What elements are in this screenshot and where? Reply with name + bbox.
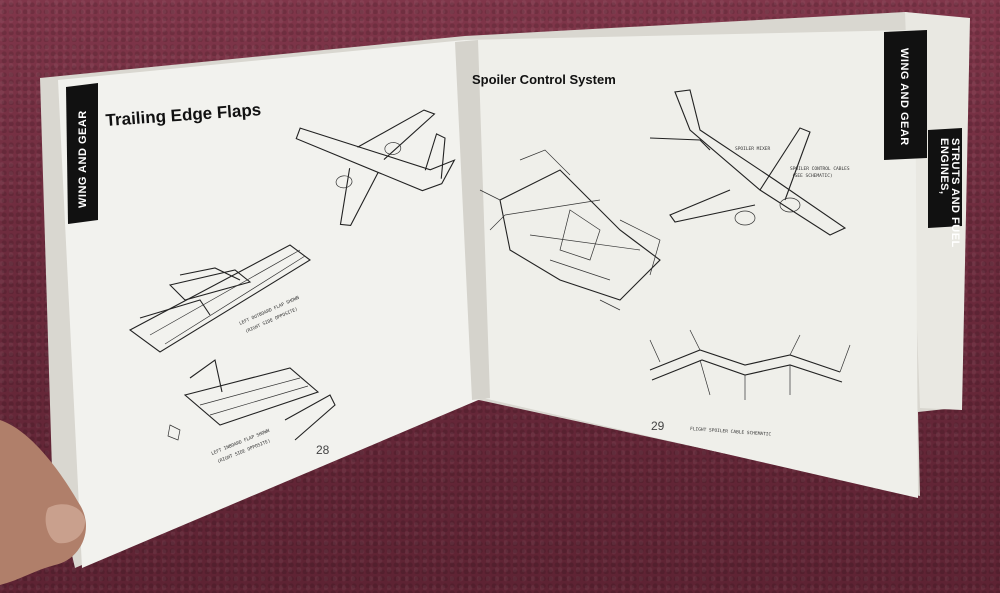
right-tab-2-line2: STRUTS AND FUEL xyxy=(949,138,961,248)
outboard-flap-diagram xyxy=(128,244,311,353)
airplane-diagram-left xyxy=(295,109,456,226)
cable-schematic-diagram xyxy=(649,329,851,400)
thumbnail xyxy=(45,504,86,544)
right-page-number: 29 xyxy=(651,419,665,433)
spoiler-mechanism-diagram xyxy=(479,149,661,311)
right-tab-2 xyxy=(928,128,962,228)
airplane-diagram-right xyxy=(649,89,847,236)
right-tab-label: WING AND GEAR xyxy=(898,48,910,146)
left-tab-label: WING AND GEAR xyxy=(77,110,89,208)
spoiler-mixer-label: SPOILER MIXER xyxy=(735,146,771,152)
left-tab xyxy=(66,83,98,224)
spoiler-cables-sub: (SEE SCHEMATIC) xyxy=(792,173,833,179)
right-tab xyxy=(884,30,927,160)
right-tab-2-line1: ENGINES, xyxy=(938,138,950,195)
gutter-shadow xyxy=(455,40,490,400)
inboard-flap-diagram xyxy=(167,359,336,441)
thumb xyxy=(0,420,86,585)
left-page-number: 28 xyxy=(316,443,330,457)
right-page-title: Spoiler Control System xyxy=(472,72,616,87)
cable-schematic-caption: FLIGHT SPOILER CABLE SCHEMATIC xyxy=(690,426,772,438)
spoiler-cables-label: SPOILER CONTROL CABLES xyxy=(790,166,850,172)
